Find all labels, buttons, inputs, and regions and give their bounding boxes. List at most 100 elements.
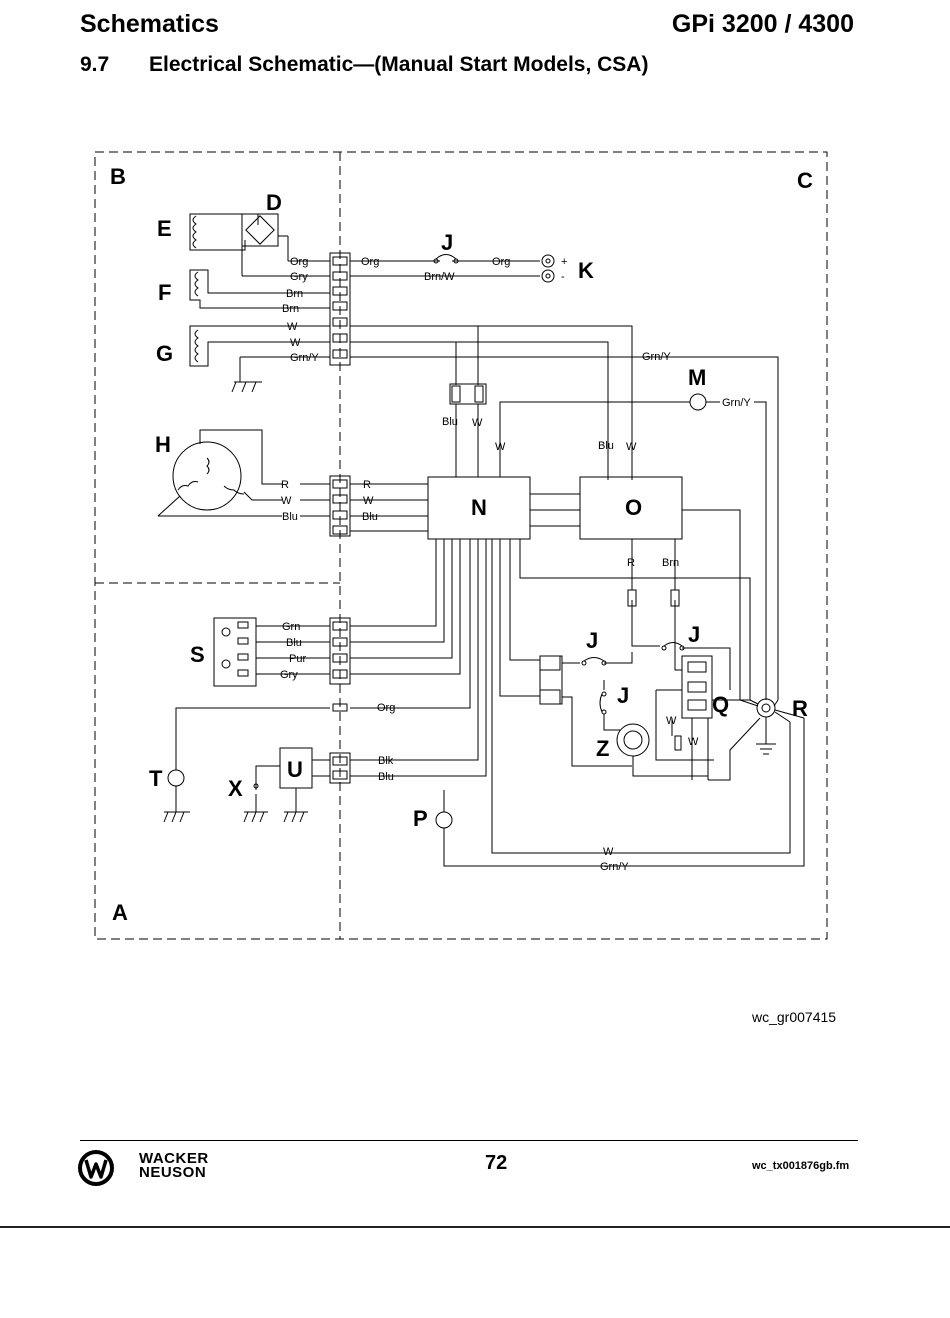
m-switch: [499, 393, 767, 700]
fuse-pair: [449, 383, 487, 477]
inline-fuses: [627, 589, 680, 607]
wire-blu-6: Blu: [378, 771, 394, 783]
header-title: Schematics: [80, 10, 219, 38]
winding-f: [189, 269, 330, 309]
zone-frame: [94, 151, 828, 940]
electrical-schematic: B C A: [94, 151, 828, 940]
wire-brn-2: Brn: [282, 303, 299, 315]
label-j2: J: [688, 622, 700, 647]
label-r: R: [792, 696, 808, 721]
terminal-strip-bottom: [329, 617, 351, 784]
zone-a-label: A: [112, 900, 128, 925]
connector-s: [213, 617, 330, 687]
wire-blu-4: Blu: [362, 511, 378, 523]
wire-blu-3: Blu: [282, 511, 298, 523]
wire-grn: Grn: [282, 621, 300, 633]
meter-p: [435, 718, 805, 867]
label-z: Z: [596, 736, 609, 761]
label-f: F: [158, 280, 171, 305]
bottom-rule: [0, 1226, 950, 1228]
rectifier-d: [241, 213, 330, 277]
wire-w-9: W: [688, 736, 699, 748]
brand-line-2: NEUSON: [139, 1164, 207, 1181]
wacker-neuson-logo-icon: [78, 1150, 114, 1186]
wires-top: [350, 254, 779, 700]
label-s: S: [190, 642, 205, 667]
wire-w-8: W: [666, 715, 677, 727]
k-plus: +: [561, 256, 567, 268]
label-j3: J: [617, 683, 629, 708]
wire-r-3: R: [627, 557, 635, 569]
wire-w-2: W: [290, 337, 301, 349]
label-n: N: [471, 495, 487, 520]
label-x: X: [228, 776, 243, 801]
brand-line-1: WACKER: [139, 1150, 209, 1167]
wire-w-10: W: [603, 846, 614, 858]
wire-pur: Pur: [289, 653, 306, 665]
section-number: 9.7: [80, 53, 110, 76]
stator-h: [157, 429, 282, 517]
zone-c-label: C: [797, 168, 813, 193]
zone-labels: B C A: [110, 164, 813, 925]
label-j-top: J: [441, 230, 453, 255]
meter-t: [163, 707, 330, 823]
label-t: T: [149, 766, 163, 791]
wire-grny-1: Grn/Y: [290, 352, 319, 364]
wires-h: [300, 483, 428, 532]
model-title: GPi 3200 / 4300: [671, 10, 854, 38]
label-h: H: [155, 432, 171, 457]
wire-grny-4: Grn/Y: [600, 861, 629, 873]
component-labels: D E F G H J K M N O S T X U P J J J Z Q …: [149, 190, 808, 831]
page-number: 72: [485, 1152, 508, 1174]
winding-g: [189, 325, 330, 393]
terminal-strip-mid: [329, 475, 351, 537]
wire-w-3: W: [472, 417, 483, 429]
wire-brn-w: Brn/W: [424, 271, 455, 283]
wire-gry-1: Gry: [290, 271, 308, 283]
wire-w-1: W: [287, 321, 298, 333]
zone-b-label: B: [110, 164, 126, 189]
wire-org-2: Org: [361, 256, 379, 268]
unit-u: [243, 747, 330, 823]
wire-blu-5: Blu: [286, 637, 302, 649]
wire-w-5: W: [626, 441, 637, 453]
wire-blu-1: Blu: [442, 416, 458, 428]
wire-w-7: W: [363, 495, 374, 507]
wire-w-6: W: [281, 495, 292, 507]
footer-rule: [80, 1140, 858, 1141]
label-d: D: [266, 190, 282, 215]
file-name: wc_tx001876gb.fm: [752, 1160, 850, 1172]
label-p: P: [413, 806, 428, 831]
label-k: K: [578, 258, 594, 283]
label-g: G: [156, 341, 173, 366]
wire-grny-3: Grn/Y: [722, 397, 751, 409]
receptacle-area: [539, 600, 750, 780]
label-u: U: [287, 757, 303, 782]
label-o: O: [625, 495, 642, 520]
label-j1: J: [586, 628, 598, 653]
wire-org-3: Org: [492, 256, 510, 268]
label-m: M: [688, 365, 706, 390]
wire-brn-3: Brn: [662, 557, 679, 569]
wire-blu-2: Blu: [598, 440, 614, 452]
figure-id: wc_gr007415: [752, 1009, 837, 1025]
wire-org-4: Org: [377, 702, 395, 714]
label-q: Q: [712, 692, 729, 717]
wire-r-1: R: [281, 479, 289, 491]
section-title: Electrical Schematic—(Manual Start Model…: [149, 53, 649, 76]
wire-grny-2: Grn/Y: [642, 351, 671, 363]
label-e: E: [157, 216, 172, 241]
wire-w-4: W: [495, 441, 506, 453]
wire-org-1: Org: [290, 256, 308, 268]
k-minus: -: [561, 271, 565, 283]
wires-bottom: [350, 759, 486, 777]
wire-gry-2: Gry: [280, 669, 298, 681]
wire-labels: Org Gry Brn Brn W W Grn/Y Org Org Brn/W …: [280, 256, 751, 873]
wire-blk: Blk: [378, 755, 394, 767]
wire-r-2: R: [363, 479, 371, 491]
ground-r: [708, 698, 805, 781]
terminal-strip-top: [329, 252, 351, 366]
brand-name: WACKER NEUSON: [139, 1150, 209, 1181]
module-n: [427, 476, 531, 540]
wire-brn-1: Brn: [286, 288, 303, 300]
